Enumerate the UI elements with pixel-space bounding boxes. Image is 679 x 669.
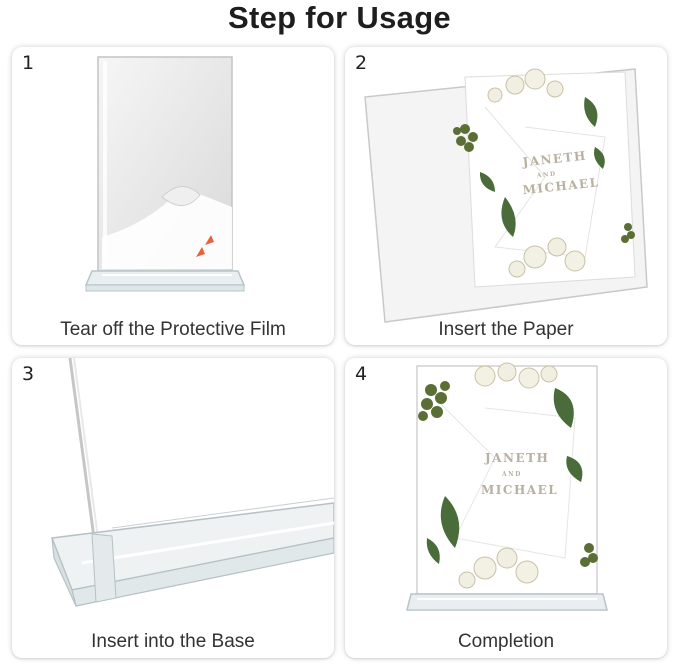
step-number: 4 — [355, 363, 368, 385]
print-name-top: JANETH — [484, 451, 549, 465]
flower-icon — [487, 68, 564, 103]
page-title: Step for Usage — [228, 0, 451, 35]
completed-stand-illustration: JANETH AND MICHAEL — [406, 362, 608, 611]
berry-icon — [621, 223, 635, 243]
step-number: 2 — [355, 52, 368, 74]
berry-icon — [453, 124, 478, 152]
print-name-top: JANETH — [521, 149, 587, 170]
print-name-bottom: MICHAEL — [481, 483, 558, 497]
step-caption: Completion — [457, 631, 555, 652]
berry-icon — [418, 381, 450, 421]
step-card-3: 3 Insert into the Base — [12, 358, 334, 658]
print-joiner: AND — [501, 471, 522, 478]
insert-paper-illustration: JANETH AND MICHAEL — [364, 68, 648, 323]
step-card-1: 1 Tear off the Protective Film — [12, 47, 334, 345]
flower-icon — [458, 547, 539, 589]
peel-arrow-icon — [196, 235, 214, 257]
leaf-icon — [426, 388, 583, 564]
insert-base-illustration — [50, 358, 334, 607]
step-caption: Insert into the Base — [91, 631, 255, 652]
step-caption: Tear off the Protective Film — [60, 319, 286, 340]
tear-film-illustration — [84, 56, 246, 292]
flower-icon — [508, 237, 586, 278]
step-card-4: 4 JANETH — [345, 358, 667, 658]
step-number: 1 — [22, 52, 35, 74]
step-caption: Insert the Paper — [438, 319, 574, 340]
step-card-2: 2 — [345, 47, 667, 345]
step-number: 3 — [22, 363, 35, 385]
flower-icon — [474, 362, 558, 389]
print-joiner: AND — [536, 170, 557, 179]
berry-icon — [580, 543, 598, 567]
leaf-icon — [479, 97, 605, 237]
